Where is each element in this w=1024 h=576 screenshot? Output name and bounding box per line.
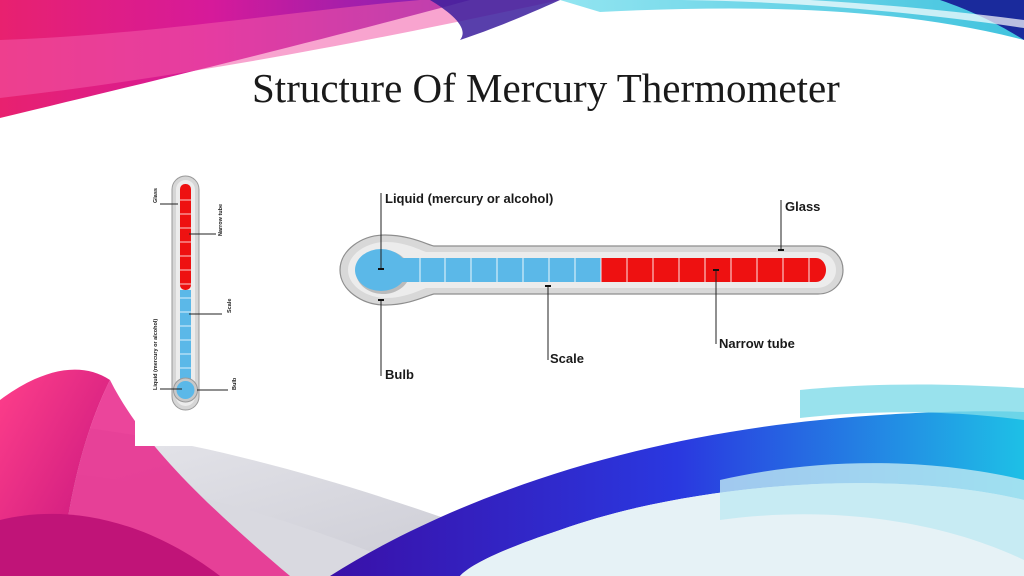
bottom-ribbon-cyan-top	[800, 384, 1024, 420]
vertical-scale-label: Scale	[227, 299, 233, 313]
slide-title: Structure Of Mercury Thermometer	[252, 65, 840, 111]
horizontal-thermometer: Liquid (mercury or alcohol) Glass Scale …	[339, 191, 844, 382]
horizontal-scale-lines	[419, 258, 810, 282]
vertical-bulb	[176, 381, 195, 399]
horizontal-narrow-tube-label: Narrow tube	[719, 336, 795, 351]
horizontal-glass-label: Glass	[785, 199, 820, 214]
vertical-scale-lines	[180, 199, 191, 369]
horizontal-tube-tick	[713, 269, 719, 271]
top-ribbon-pink	[0, 0, 560, 98]
vertical-glass-label: Glass	[153, 188, 159, 203]
bottom-ribbon-light-cyan	[720, 463, 1024, 560]
vertical-bulb-label: Bulb	[232, 377, 238, 390]
vertical-mercury-column	[180, 184, 191, 290]
horizontal-bulb-label: Bulb	[385, 367, 414, 382]
vertical-liquid-column	[180, 290, 191, 380]
horizontal-liquid-label: Liquid (mercury or alcohol)	[385, 191, 553, 206]
top-ribbon-purple	[430, 0, 560, 40]
top-ribbon-highlight	[620, 0, 1024, 28]
top-ribbon-navy	[940, 0, 1024, 40]
vertical-narrow-tube-label: Narrow tube	[218, 204, 224, 236]
horizontal-bulb-tick	[378, 299, 384, 301]
horizontal-liquid-tick	[378, 268, 384, 270]
bottom-ribbon-magenta-deep	[0, 513, 220, 576]
horizontal-glass-tick	[778, 249, 784, 251]
vertical-thermometer: Glass Narrow tube Scale Liquid (mercury …	[153, 175, 238, 411]
vertical-liquid-label: Liquid (mercury or alcohol)	[153, 319, 159, 390]
bottom-ribbon-blue	[330, 411, 1024, 576]
horizontal-scale-tick	[545, 285, 551, 287]
horizontal-liquid-column	[400, 258, 601, 282]
horizontal-scale-label: Scale	[550, 351, 584, 366]
